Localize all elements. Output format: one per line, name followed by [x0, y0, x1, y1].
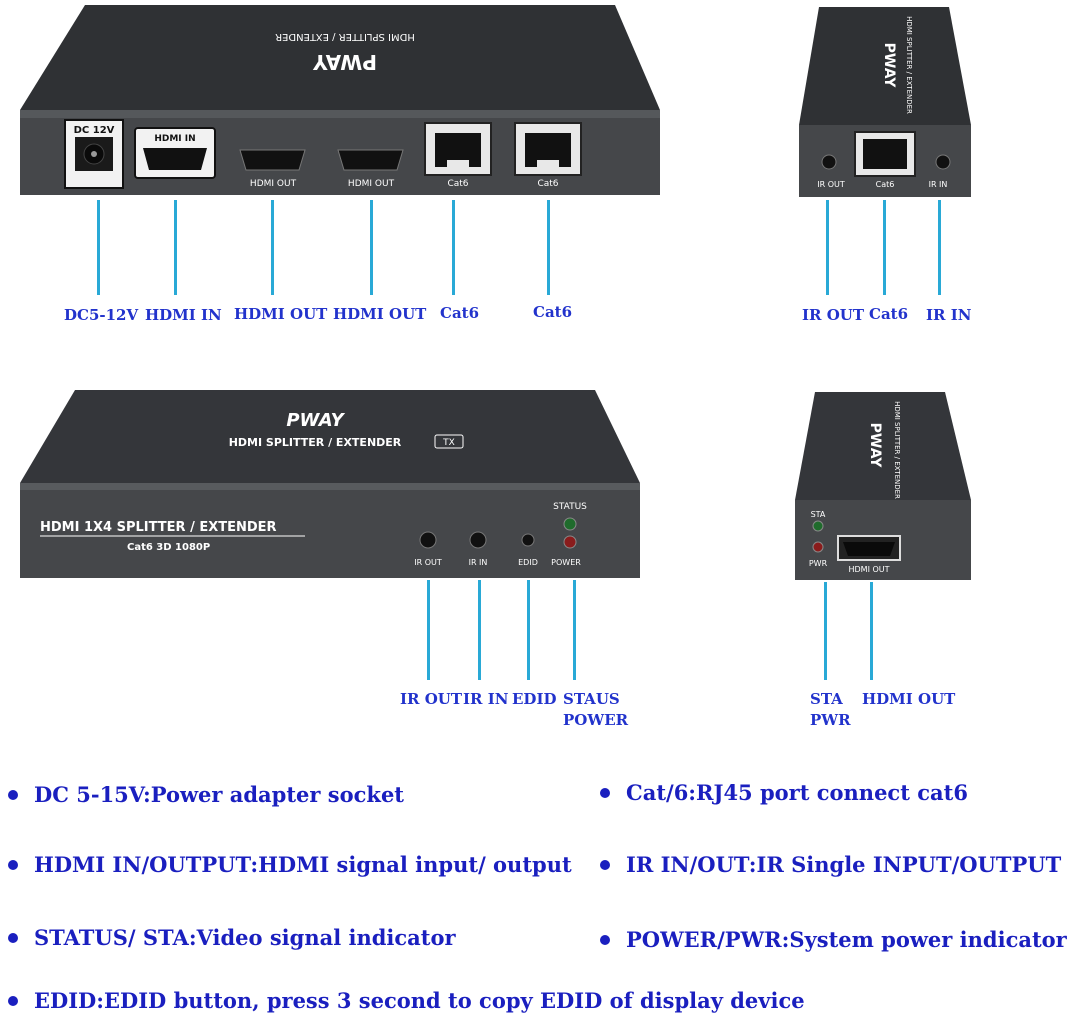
callout-line-dc — [97, 200, 100, 295]
callout-tx-edid: EDID — [512, 690, 557, 708]
rx-back-device: PWAY HDMI SPLITTER / EXTENDER IR OUT Cat… — [797, 5, 973, 200]
legend-item: STATUS/ STA:Video signal indicator — [8, 924, 456, 952]
rx-front-sta-label: STA — [811, 510, 826, 519]
callout-tx-ir-out: IR OUT — [400, 690, 463, 708]
tx-front-face-title: HDMI 1X4 SPLITTER / EXTENDER — [40, 520, 277, 535]
rx-ir-out-label: IR OUT — [817, 180, 845, 189]
callout-rx-cat6: Cat6 — [869, 305, 909, 323]
rx-front-illustration: PWAY HDMI SPLITTER / EXTENDER STA PWR HD… — [795, 392, 971, 580]
legend-item: POWER/PWR:System power indicator — [600, 926, 1067, 954]
callout-hdmi-out-2: HDMI OUT — [333, 305, 427, 323]
legend-item: DC 5-15V:Power adapter socket — [8, 781, 404, 809]
callout-rx-sta: STA — [810, 690, 843, 708]
tx-back-device: PWAY HDMI SPLITTER / EXTENDER DC 12V HDM… — [15, 0, 665, 200]
callout-tx-status: STAUS — [563, 690, 620, 708]
hdmi-in-panel-label: HDMI IN — [154, 134, 195, 144]
callout-line-tx-ir-out — [427, 580, 430, 680]
legend-text: Cat/6:RJ45 port connect cat6 — [626, 780, 968, 805]
tx-front-top-label: HDMI SPLITTER / EXTENDER — [229, 436, 402, 449]
rx-front-pwr-label: PWR — [809, 559, 828, 568]
callout-rx-ir-out: IR OUT — [802, 306, 865, 324]
legend-text: DC 5-15V:Power adapter socket — [34, 782, 405, 807]
tx-front-ir-in-label: IR IN — [469, 558, 488, 567]
rx-front-brand: PWAY — [867, 423, 883, 469]
tx-front-ir-out-label: IR OUT — [414, 558, 442, 567]
bullet-icon — [600, 934, 610, 945]
legend-text: IR IN/OUT:IR Single INPUT/OUTPUT — [626, 852, 1062, 877]
callout-cat6-2: Cat6 — [533, 303, 573, 321]
tx-front-edid-label: EDID — [518, 558, 538, 567]
hdmi-out-1-label: HDMI OUT — [250, 179, 297, 189]
callout-line-tx-status — [573, 580, 576, 680]
tx-back-model: HDMI SPLITTER / EXTENDER — [275, 31, 415, 42]
callout-line-rx-ir-in — [938, 200, 941, 295]
tx-front-face-subtitle: Cat6 3D 1080P — [127, 542, 210, 553]
callout-tx-power: POWER — [563, 711, 629, 729]
rx-back-illustration: PWAY HDMI SPLITTER / EXTENDER IR OUT Cat… — [799, 7, 971, 197]
tx-back-illustration: PWAY HDMI SPLITTER / EXTENDER DC 12V HDM… — [20, 5, 660, 195]
bullet-icon — [600, 787, 610, 798]
tx-front-status-label: STATUS — [553, 502, 587, 512]
callout-line-cat6-2 — [547, 200, 550, 295]
callout-line-tx-edid — [527, 580, 530, 680]
callout-line-hdmi-in — [174, 200, 177, 295]
callout-tx-ir-in: IR IN — [463, 690, 509, 708]
callout-hdmi-in: HDMI IN — [145, 306, 222, 324]
callout-dc: DC5-12V — [64, 306, 139, 324]
tx-front-brand: PWAY — [286, 410, 345, 431]
callout-rx-ir-in: IR IN — [926, 306, 972, 324]
cat6-2-label: Cat6 — [537, 179, 558, 189]
bullet-icon — [8, 789, 18, 800]
bullet-icon — [8, 995, 18, 1006]
callout-cat6-1: Cat6 — [440, 304, 480, 322]
dc-label: DC 12V — [74, 125, 115, 136]
bullet-icon — [600, 859, 610, 870]
tx-front-top-tag: TX — [442, 438, 455, 448]
legend-text: EDID:EDID button, press 3 second to copy… — [34, 988, 805, 1013]
callout-rx-pwr: PWR — [810, 711, 851, 729]
bullet-icon — [8, 932, 18, 943]
cat6-1-label: Cat6 — [447, 179, 468, 189]
rx-back-brand: PWAY — [881, 43, 897, 89]
rx-front-device: PWAY HDMI SPLITTER / EXTENDER STA PWR HD… — [793, 390, 973, 582]
rx-cat6-label: Cat6 — [876, 180, 895, 189]
callout-line-tx-ir-in — [478, 580, 481, 680]
callout-line-hdmi-out-1 — [271, 200, 274, 295]
callout-line-rx-ir-out — [826, 200, 829, 295]
rx-ir-in-label: IR IN — [929, 180, 948, 189]
callout-hdmi-out-1: HDMI OUT — [234, 305, 328, 323]
legend-text: HDMI IN/OUTPUT:HDMI signal input/ output — [34, 852, 572, 877]
rx-front-hdmi-out-label: HDMI OUT — [848, 565, 889, 574]
tx-front-device: PWAY HDMI SPLITTER / EXTENDER TX HDMI 1X… — [15, 388, 645, 580]
callout-line-cat6-1 — [452, 200, 455, 295]
hdmi-out-2-label: HDMI OUT — [348, 179, 395, 189]
callout-line-rx-cat6 — [883, 200, 886, 295]
tx-front-power-label: POWER — [551, 558, 581, 567]
rx-front-model: HDMI SPLITTER / EXTENDER — [893, 401, 901, 499]
legend-text: POWER/PWR:System power indicator — [626, 927, 1067, 952]
tx-front-illustration: PWAY HDMI SPLITTER / EXTENDER TX HDMI 1X… — [20, 390, 640, 578]
callout-rx-hdmi-out: HDMI OUT — [862, 690, 956, 708]
legend-item: HDMI IN/OUTPUT:HDMI signal input/ output — [8, 851, 572, 879]
bullet-icon — [8, 859, 18, 870]
rx-back-model: HDMI SPLITTER / EXTENDER — [905, 16, 913, 114]
legend-item: Cat/6:RJ45 port connect cat6 — [600, 779, 968, 807]
tx-back-brand: PWAY — [313, 50, 377, 74]
callout-line-hdmi-out-2 — [370, 200, 373, 295]
legend-text: STATUS/ STA:Video signal indicator — [34, 925, 456, 950]
callout-line-rx-sta — [824, 582, 827, 680]
legend-item: EDID:EDID button, press 3 second to copy… — [8, 987, 805, 1015]
legend-item: IR IN/OUT:IR Single INPUT/OUTPUT — [600, 851, 1061, 879]
callout-line-rx-hdmi-out — [870, 582, 873, 680]
